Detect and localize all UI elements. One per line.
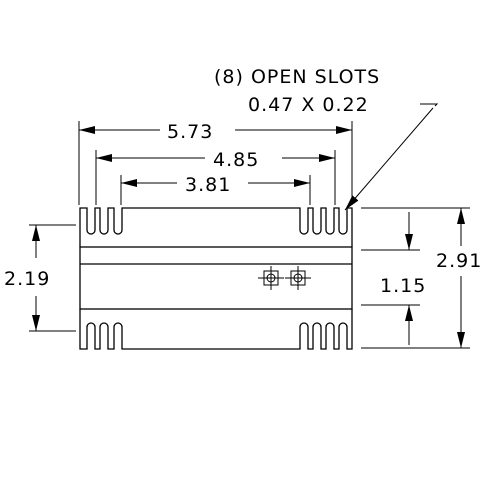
dim-label-body-height: 1.15 <box>380 275 426 297</box>
dim-slot-span-outer: 4.85 <box>96 149 335 171</box>
dim-body-height: 1.15 <box>380 212 426 345</box>
dim-mount-height: 2.19 <box>4 225 50 331</box>
callout-line-1: (8) OPEN SLOTS <box>214 66 380 88</box>
top-mounting-flange <box>79 207 353 247</box>
dim-label-overall-width: 5.73 <box>167 121 213 143</box>
terminal-left <box>258 266 284 290</box>
dim-overall-width: 5.73 <box>79 121 352 143</box>
main-body <box>79 246 353 310</box>
bottom-mounting-flange <box>79 309 353 350</box>
dim-slot-span-inner: 3.81 <box>121 174 310 196</box>
slot-callout: (8) OPEN SLOTS 0.47 X 0.22 <box>214 66 439 211</box>
terminal-right <box>285 266 311 290</box>
dim-overall-height: 2.91 <box>436 208 482 348</box>
dim-label-slot-span-inner: 3.81 <box>185 174 231 196</box>
part-outline <box>79 207 353 350</box>
dim-label-slot-span-outer: 4.85 <box>213 149 259 171</box>
dim-label-overall-height: 2.91 <box>436 250 482 272</box>
callout-line-2: 0.47 X 0.22 <box>248 94 369 116</box>
dim-label-mount-height: 2.19 <box>4 268 50 290</box>
